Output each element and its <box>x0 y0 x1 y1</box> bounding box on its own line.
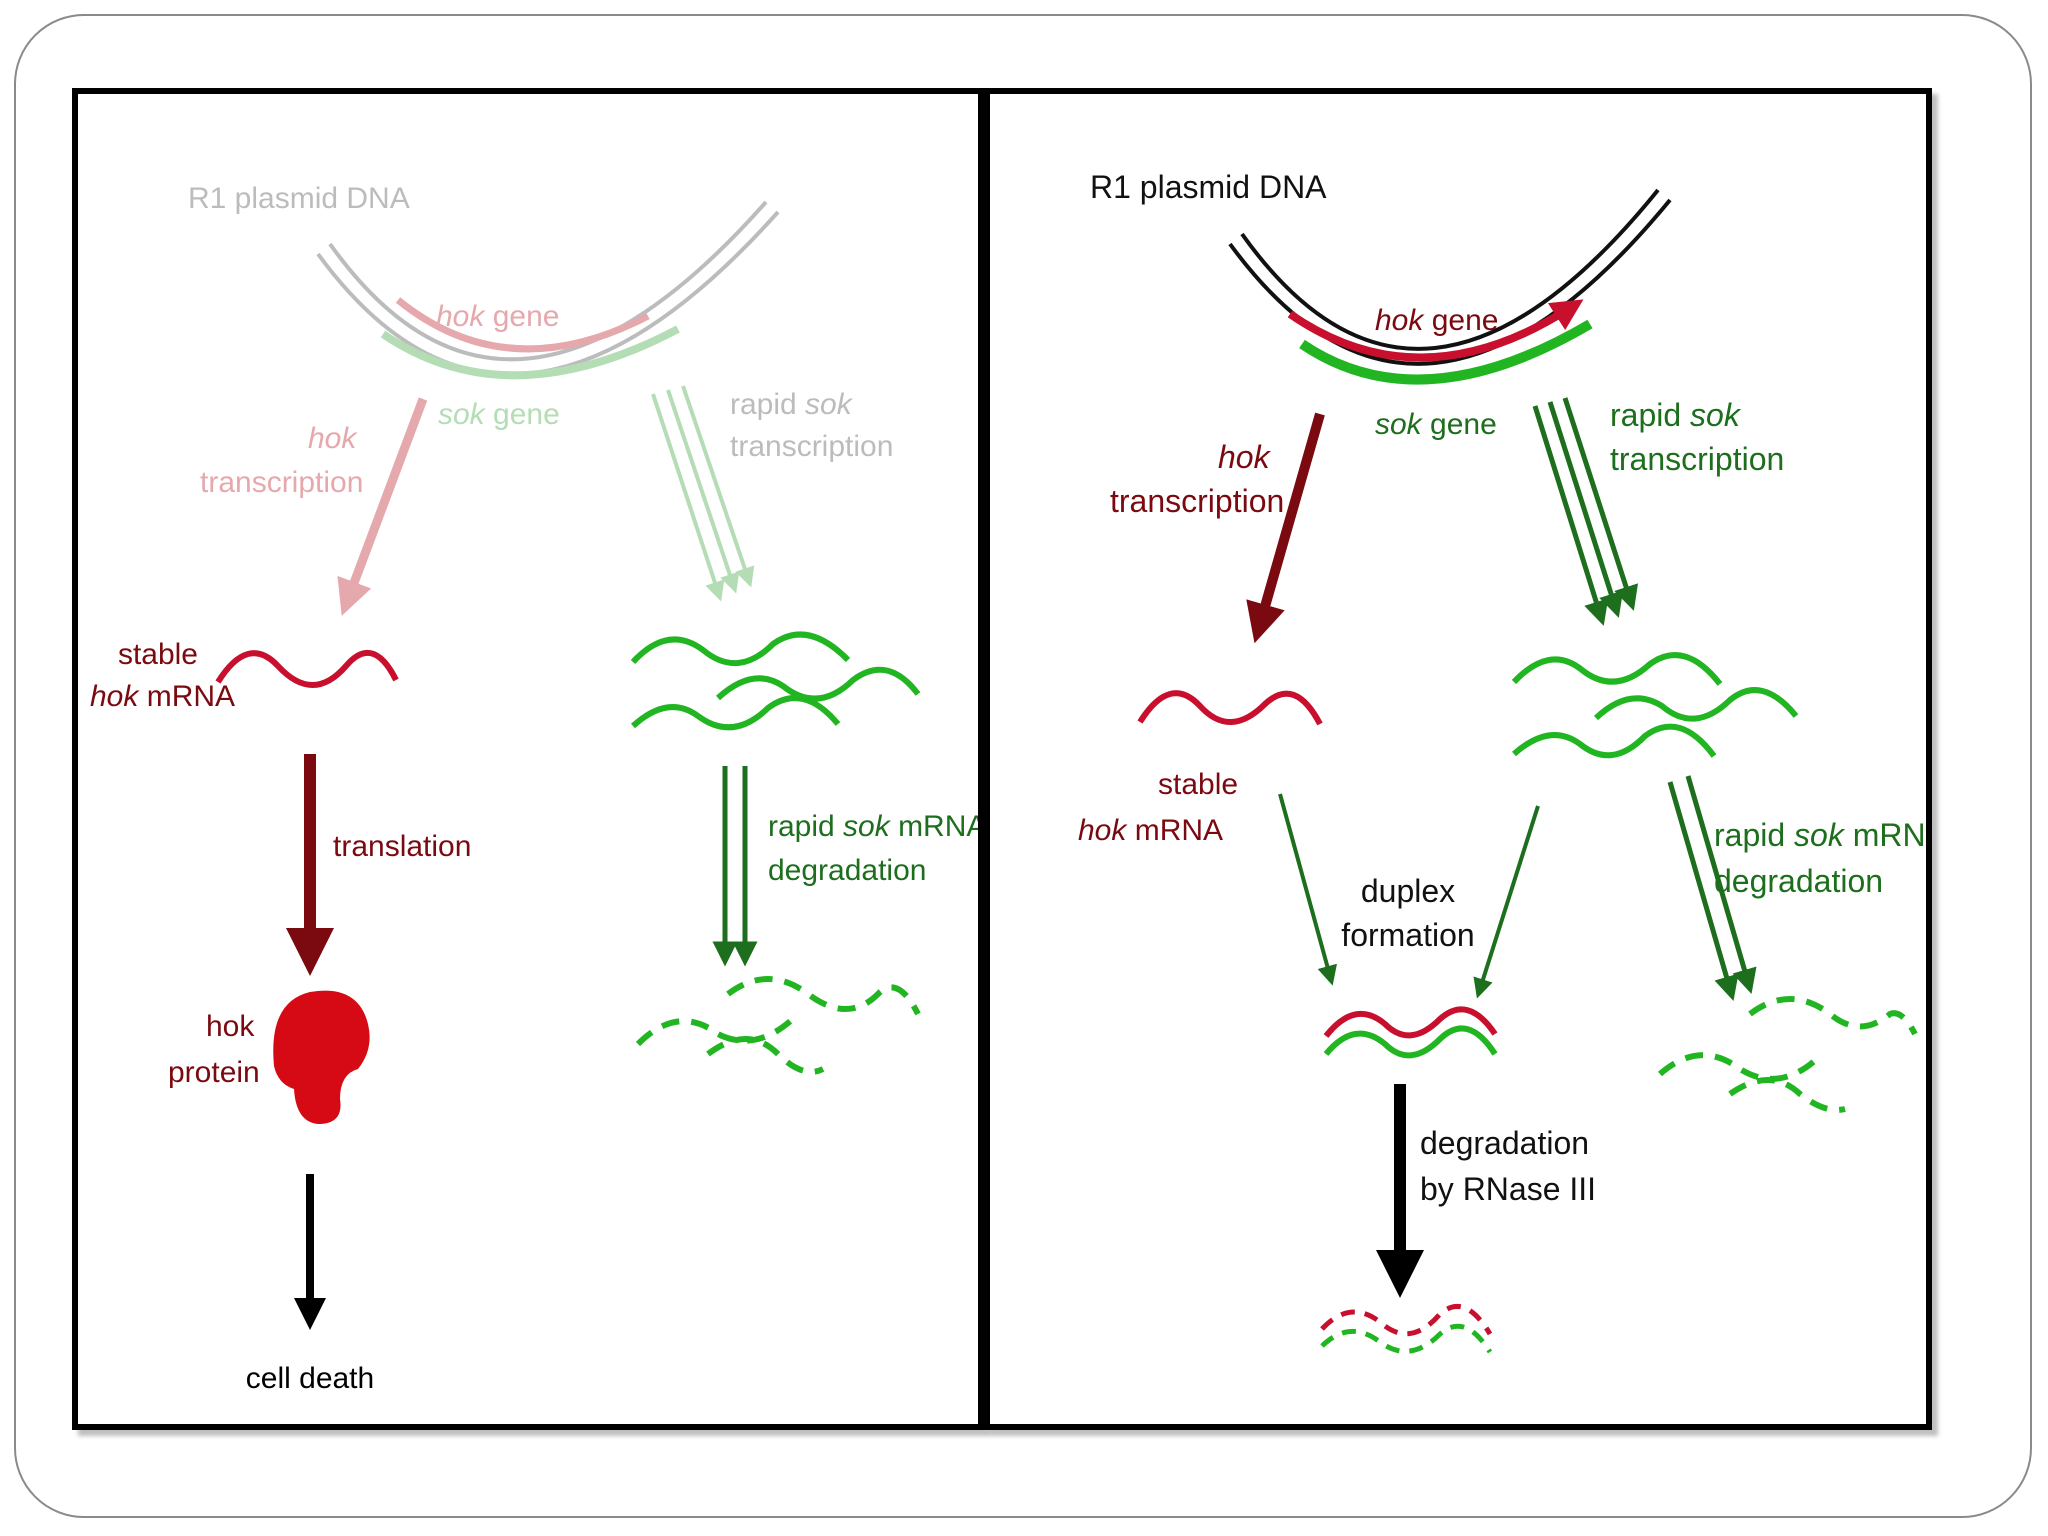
rapid-sok-degradation-label-2: degradation <box>768 854 926 887</box>
sok-gene-label: sok gene <box>438 398 560 431</box>
duplex-label-1: duplex <box>1361 873 1455 909</box>
rapid-sok-transcription-label-2: transcription <box>1610 441 1784 477</box>
hok-protein-blob <box>273 990 370 1124</box>
right-diagram-panel: R1 plasmid DNA hok gene sok gene hok tra… <box>984 88 1932 1430</box>
rnase-label-2: by RNase III <box>1420 1171 1596 1207</box>
hok-transcription-label: transcription <box>1110 483 1284 519</box>
hok-mrna-wave <box>215 649 399 688</box>
stable-label: stable <box>118 638 198 671</box>
duplex-sok-strand <box>1323 1025 1498 1059</box>
hok-gene-segment <box>1287 299 1584 362</box>
duplex-label-2: formation <box>1341 917 1474 953</box>
sok-gene-segment <box>380 325 680 380</box>
sok-mrna-wave-3 <box>1512 723 1717 759</box>
stable-hok-mrna-label: hok mRNA <box>90 680 235 713</box>
hok-protein-label-1: hok <box>206 1010 255 1043</box>
rapid-sok-degradation-label: rapid sok mRNA <box>1714 817 1926 853</box>
left-diagram: R1 plasmid DNA hok gene sok gene hok tra… <box>90 182 978 1395</box>
sok-gene-segment <box>1299 319 1593 385</box>
rapid-sok-transcription-label-2: transcription <box>730 430 893 463</box>
sok-transcription-arrow-2 <box>1547 401 1624 618</box>
hok-mrna-wave <box>1137 690 1323 726</box>
sok-mrna-wave-2 <box>1593 687 1799 722</box>
sok-transcription-arrow-3 <box>681 385 755 588</box>
cell-death-label: cell death <box>246 1362 374 1395</box>
hok-transcription-italic: hok <box>308 422 358 455</box>
sok-mrna-wave-2 <box>715 666 921 702</box>
degraded-sok-fragments <box>635 976 921 1075</box>
sok-transcription-arrow-3 <box>1562 397 1639 611</box>
dna-strand-outer <box>1228 198 1672 366</box>
rapid-sok-transcription-label: rapid sok <box>730 388 854 421</box>
stable-hok-mrna-label: hok mRNA <box>1078 814 1223 847</box>
sok-gene-label: sok gene <box>1375 408 1497 441</box>
left-diagram-panel: R1 plasmid DNA hok gene sok gene hok tra… <box>72 88 984 1430</box>
dna-label: R1 plasmid DNA <box>188 182 410 215</box>
degraded-duplex-fragments <box>1320 1303 1493 1354</box>
hok-gene-label: hok gene <box>1375 304 1498 337</box>
hok-transcription-arrow <box>337 397 428 616</box>
rnase-label-1: degradation <box>1420 1125 1589 1161</box>
dna-strand-inner <box>328 200 768 362</box>
dna-strand-inner <box>1240 188 1660 351</box>
sok-mrna-wave-1 <box>630 631 851 666</box>
sok-to-duplex-arrow <box>1473 805 1540 999</box>
rapid-sok-degradation-label-2: degradation <box>1714 863 1883 899</box>
stable-label: stable <box>1158 768 1238 801</box>
hok-gene-segment <box>395 297 650 353</box>
hok-transcription-italic: hok <box>1218 439 1272 475</box>
sok-degradation-arrow-2 <box>1685 775 1757 995</box>
right-diagram: R1 plasmid DNA hok gene sok gene hok tra… <box>1078 169 1926 1354</box>
duplex-hok-strand <box>1323 1006 1498 1039</box>
sok-mrna-wave-3 <box>630 695 841 731</box>
hok-transcription-label: transcription <box>200 466 363 499</box>
hok-transcription-arrow <box>1246 412 1325 644</box>
rapid-sok-transcription-label: rapid sok <box>1610 397 1742 433</box>
rapid-sok-degradation-label: rapid sok mRNA <box>768 810 978 843</box>
hok-gene-label: hok gene <box>436 300 559 333</box>
degraded-sok-fragments <box>1658 996 1918 1113</box>
sok-transcription-arrow-1 <box>1532 405 1609 626</box>
translation-label: translation <box>333 830 471 863</box>
hok-protein-label-2: protein <box>168 1056 260 1089</box>
sok-transcription-arrow-2 <box>666 389 740 594</box>
sok-mrna-wave-1 <box>1511 652 1723 686</box>
hok-to-duplex-arrow <box>1278 793 1337 986</box>
sok-transcription-arrow-1 <box>651 393 725 602</box>
sok-degradation-arrow-1 <box>1667 781 1739 1002</box>
dna-label: R1 plasmid DNA <box>1090 169 1327 205</box>
